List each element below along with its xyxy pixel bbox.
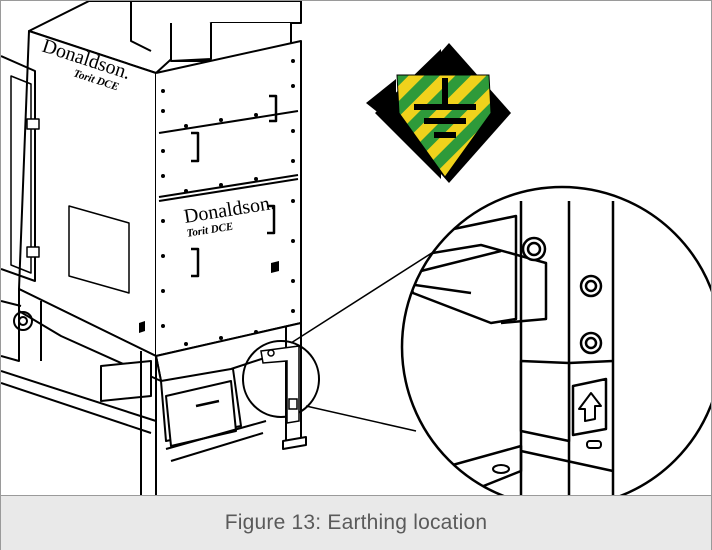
earthing-symbol — [366, 43, 511, 183]
connector-line-bottom — [305, 405, 417, 432]
hazard-shield — [397, 75, 491, 177]
earth-label-arrow-icon — [578, 392, 602, 422]
earth-ground-symbol-icon — [414, 78, 476, 138]
earth-point-small — [260, 345, 300, 424]
caption-bar: Figure 13: Earthing location — [1, 495, 711, 550]
magnify-circle-small — [242, 340, 320, 418]
dust-collector-unit — [0, 0, 307, 495]
figure-caption: Figure 13: Earthing location — [224, 511, 488, 534]
detail-view — [402, 201, 615, 501]
dust-collector-illustration: Donaldson. Torit DCE Donaldson. Torit DC… — [0, 0, 712, 509]
technical-drawing: Donaldson. Torit DCE Donaldson. Torit DC… — [0, 0, 712, 509]
